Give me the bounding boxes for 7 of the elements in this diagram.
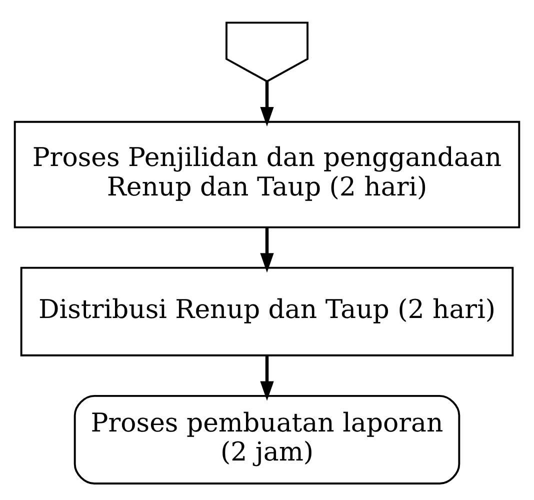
arrow — [260, 228, 274, 273]
node-box: Distribusi Renup dan Taup (2 hari) — [20, 266, 514, 356]
arrow — [260, 81, 274, 127]
arrow — [260, 356, 274, 401]
node-box: Proses Penjilidan dan penggandaan Renup dan Taup (2 hari) — [14, 120, 520, 228]
node-box: Proses pembuatan laporan (2 jam) — [74, 394, 460, 484]
node-pentagon — [225, 22, 309, 82]
